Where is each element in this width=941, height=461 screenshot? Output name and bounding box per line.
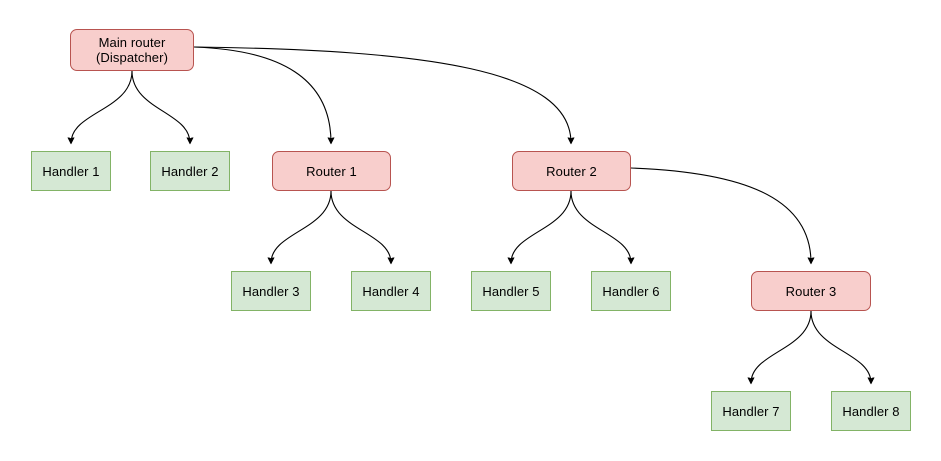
edge-router3-to-handler8 <box>810 310 871 383</box>
edge-router3-to-handler7 <box>751 310 812 383</box>
edge-router2-to-handler6 <box>570 190 631 263</box>
edge-router2-to-router3 <box>630 167 811 263</box>
node-handler5[interactable]: Handler 5 <box>471 271 551 311</box>
node-main[interactable]: Main router (Dispatcher) <box>70 29 194 71</box>
edge-router1-to-handler3 <box>271 190 332 263</box>
node-handler6[interactable]: Handler 6 <box>591 271 671 311</box>
node-router3[interactable]: Router 3 <box>751 271 871 311</box>
node-router2[interactable]: Router 2 <box>512 151 631 191</box>
node-handler7[interactable]: Handler 7 <box>711 391 791 431</box>
node-handler2[interactable]: Handler 2 <box>150 151 230 191</box>
edge-router2-to-handler5 <box>511 190 572 263</box>
node-handler1[interactable]: Handler 1 <box>31 151 111 191</box>
edge-main-to-router1 <box>193 46 331 143</box>
node-handler3[interactable]: Handler 3 <box>231 271 311 311</box>
edge-main-to-router2 <box>193 46 571 143</box>
node-router1[interactable]: Router 1 <box>272 151 391 191</box>
node-handler4[interactable]: Handler 4 <box>351 271 431 311</box>
edge-router1-to-handler4 <box>330 190 391 263</box>
node-handler8[interactable]: Handler 8 <box>831 391 911 431</box>
edge-main-to-handler2 <box>131 70 190 143</box>
edge-main-to-handler1 <box>71 70 133 143</box>
